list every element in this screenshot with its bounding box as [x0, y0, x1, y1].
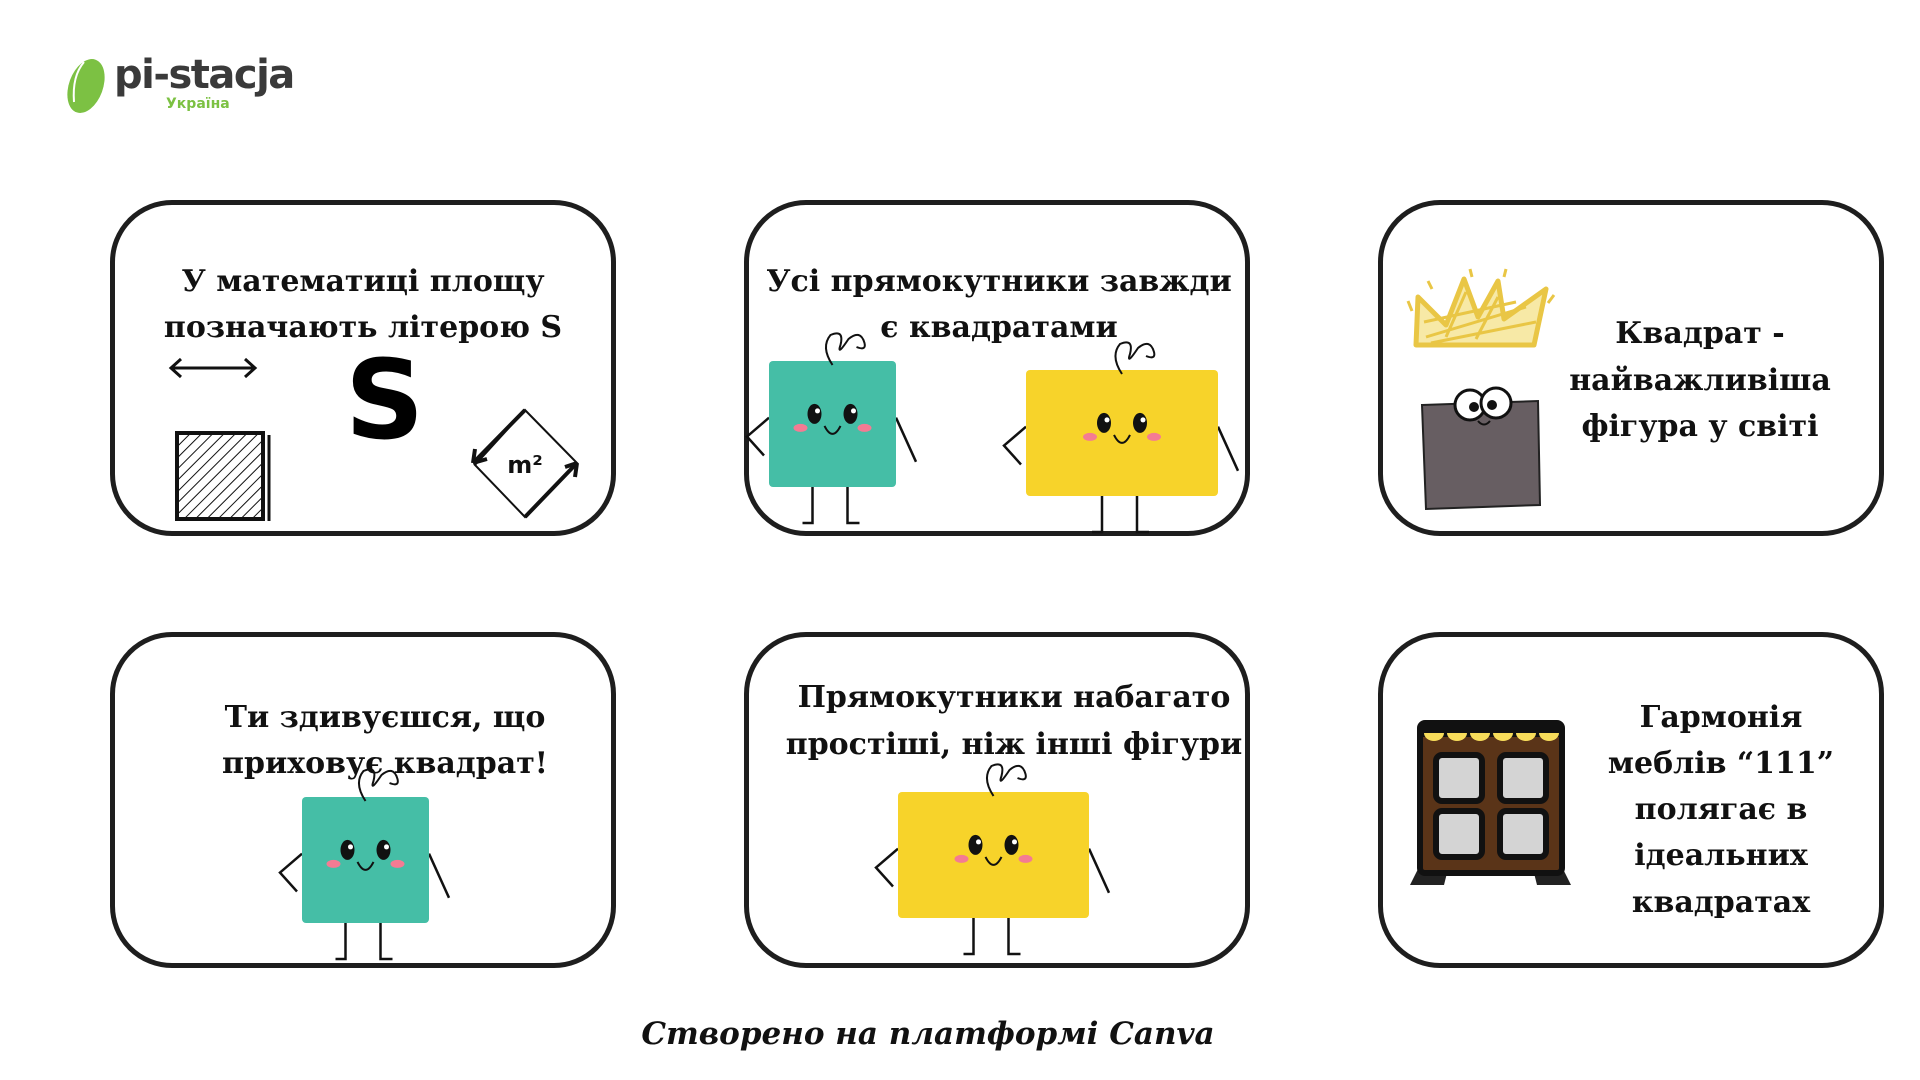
teal-square-character [745, 332, 918, 525]
card-text-line: фігура у світі [1581, 409, 1819, 444]
card-text-line: Прямокутники набагато [797, 680, 1231, 715]
gray-square-character [1420, 386, 1542, 511]
unit-label: m² [507, 451, 543, 479]
card-rectangles-simple: Прямокутники набагато простіші, ніж інші… [744, 632, 1250, 968]
card-text-line: позначають літерою S [163, 310, 563, 345]
yellow-rectangle-character [1002, 341, 1240, 534]
card-square-surprise: Ти здивуєшся, що приховує квадрат! [110, 632, 616, 968]
card-text-line: є квадратами [880, 310, 1118, 345]
card-text-line: ідеальних [1634, 838, 1808, 873]
teal-square-character [278, 768, 451, 961]
card-square-important: Квадрат - найважливіша фігура у світі [1378, 200, 1884, 536]
pistachio-icon [67, 59, 105, 113]
card-text-line: простіші, ніж інші фігури [785, 727, 1243, 762]
area-symbol: S [345, 336, 425, 464]
square-meter-diamond-icon: m² [471, 408, 579, 519]
card-text-line: Усі прямокутники завжди [766, 264, 1232, 299]
card-furniture-111: Гармонія меблів “111” полягає в ідеальни… [1378, 632, 1884, 968]
card-text-line: Ти здивуєшся, що [224, 700, 546, 735]
card-text-line: полягає в [1634, 792, 1808, 827]
card-rectangles: Усі прямокутники завжди є квадратами [744, 200, 1250, 536]
logo-subtitle: Україна [166, 96, 230, 112]
card-text-line: У математиці площу [181, 264, 545, 299]
card-area-symbol: У математиці площу позначають літерою S … [110, 200, 616, 536]
card-text-line: найважливіша [1569, 363, 1831, 398]
crown-icon [1406, 268, 1556, 348]
yellow-rectangle-character [874, 763, 1111, 956]
footer-credit: Створено на платформі Canva [641, 1016, 1215, 1052]
card-text-line: Гармонія [1639, 700, 1803, 735]
card-text-line: квадратах [1631, 885, 1811, 920]
cabinet-icon [1410, 720, 1571, 885]
card-text-line: Квадрат - [1615, 316, 1785, 351]
logo-name: pi-stacja [114, 52, 295, 98]
card-text-line: меблів “111” [1607, 746, 1835, 781]
hatched-square-icon [168, 357, 271, 521]
logo: pi-stacja Україна [64, 52, 295, 122]
